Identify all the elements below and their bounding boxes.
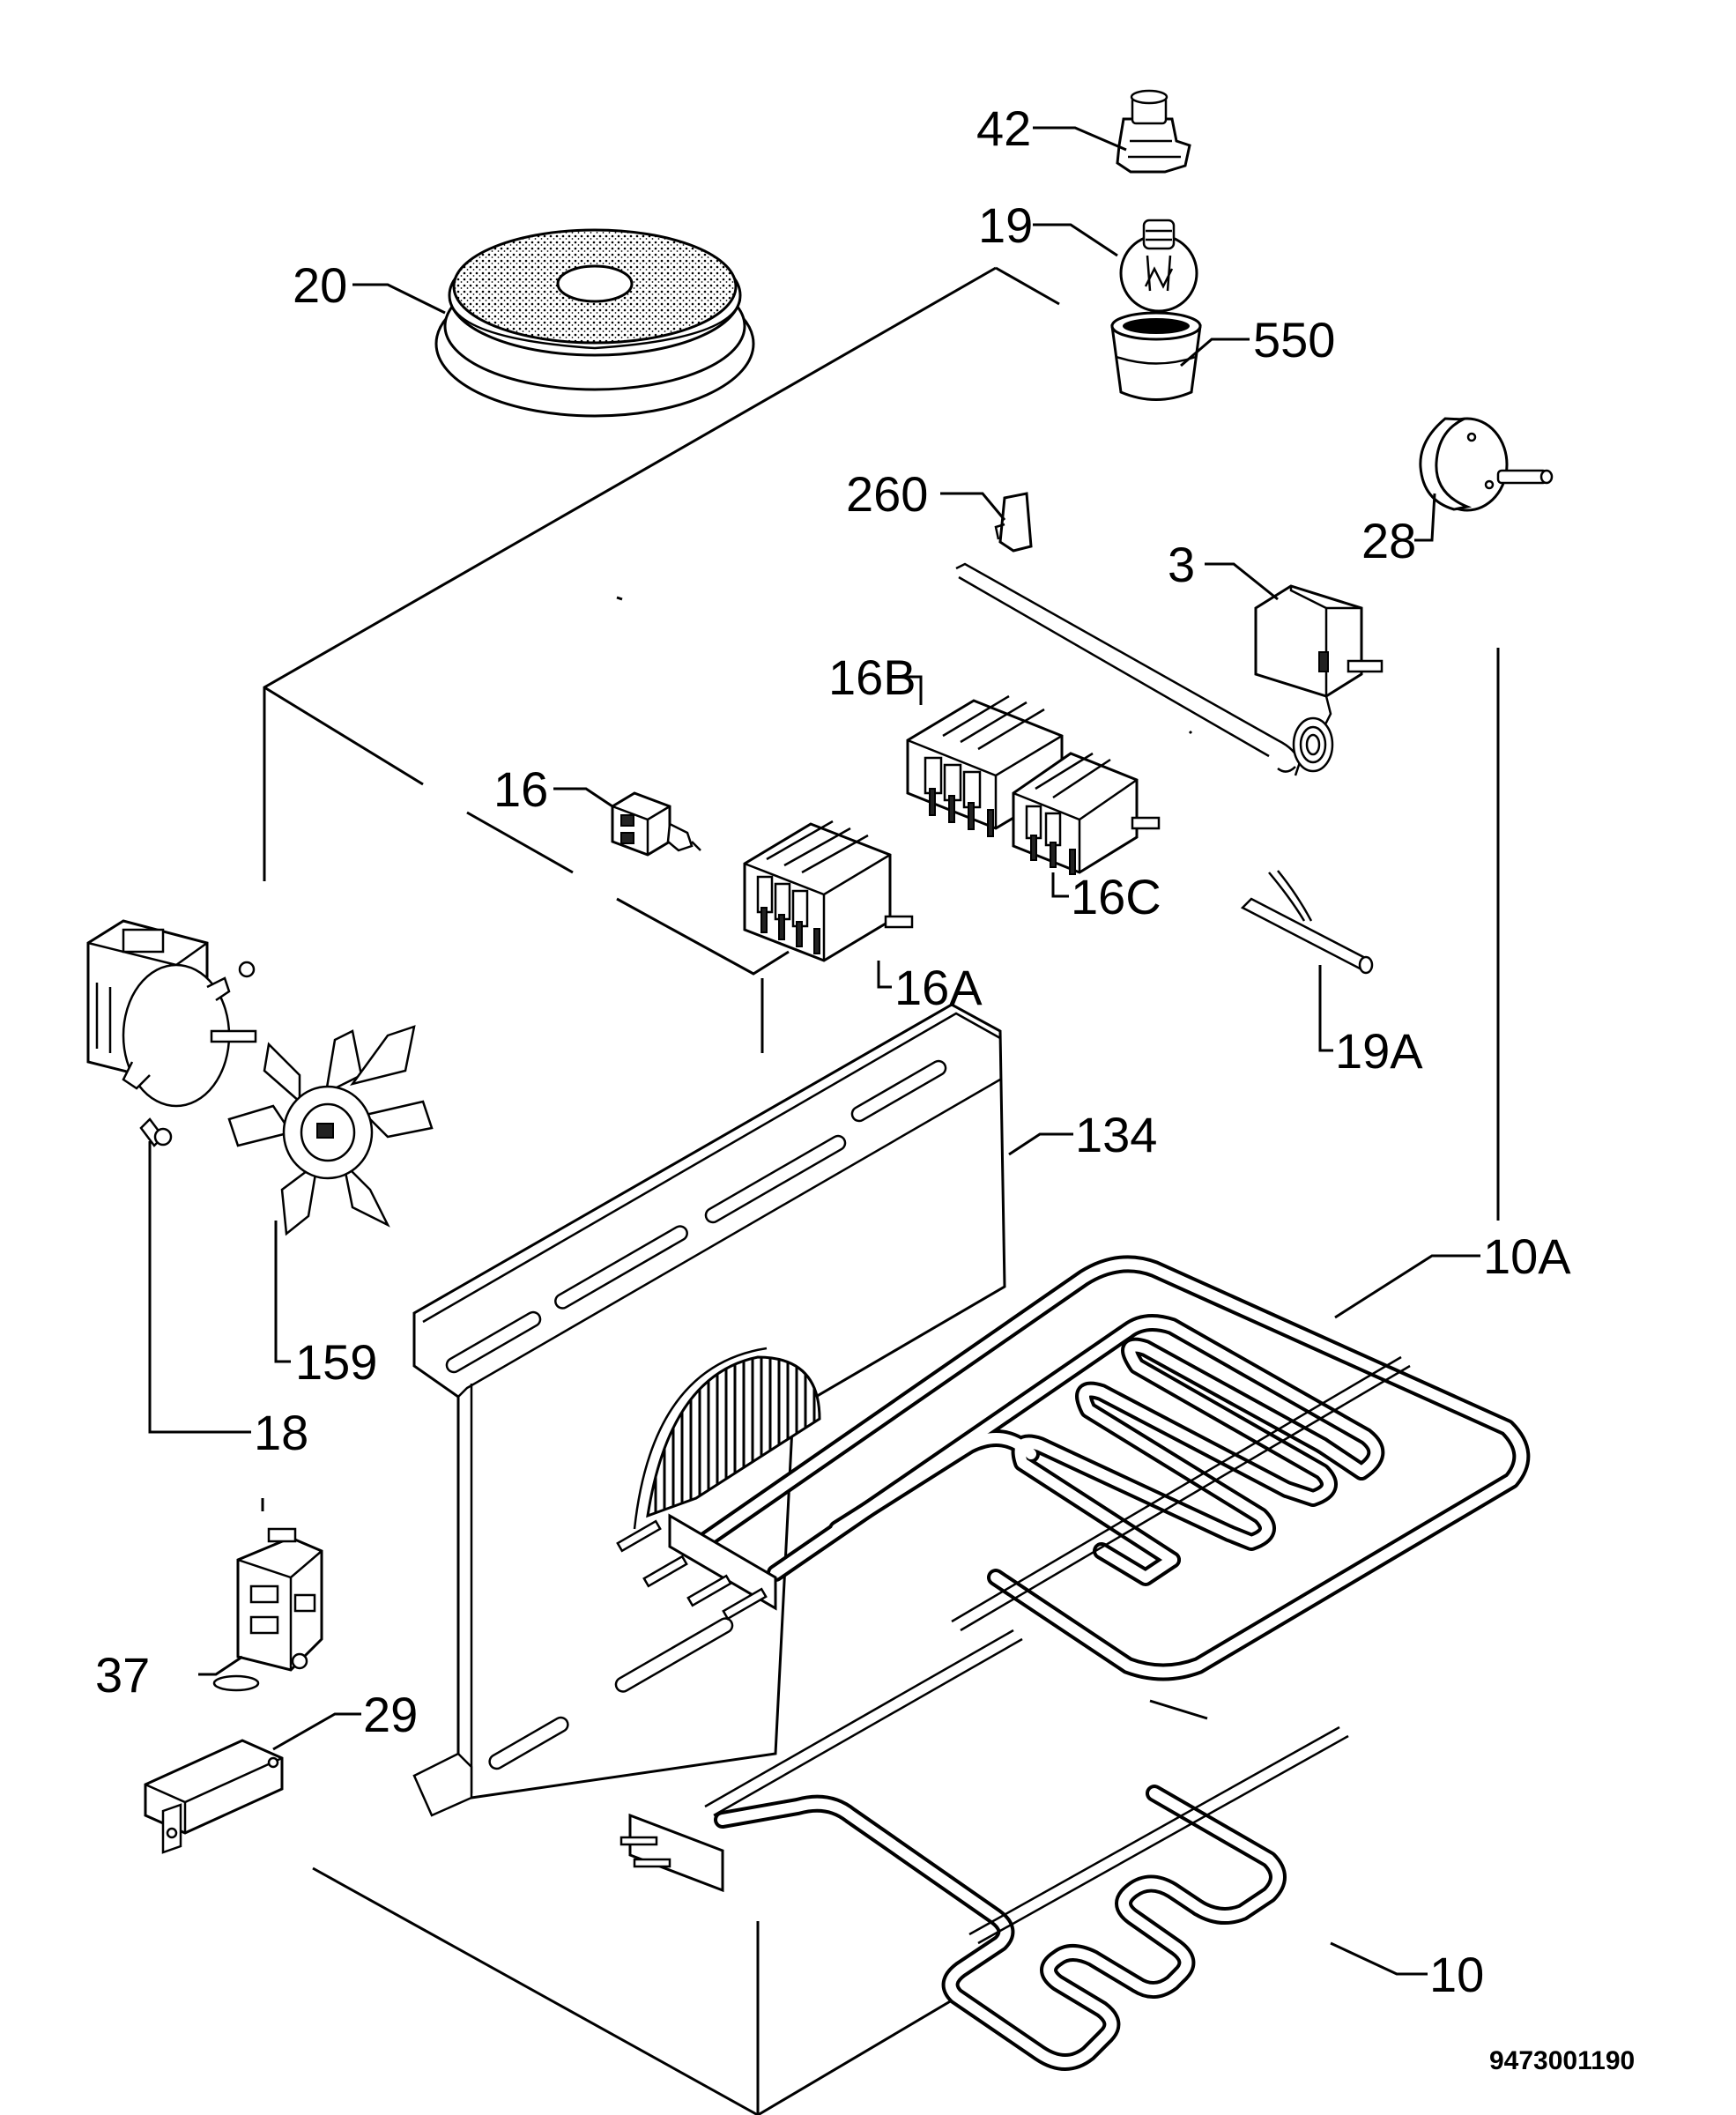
lamp-bulb-part[interactable] <box>1119 219 1198 313</box>
socket-bracket-part[interactable] <box>212 1527 323 1692</box>
label-260: 260 <box>846 466 928 522</box>
lamp-glass-part[interactable] <box>1110 311 1202 401</box>
label-42: 42 <box>976 100 1031 156</box>
terminal-block-part[interactable] <box>144 1739 284 1854</box>
label-16b: 16B <box>828 649 916 705</box>
label-37: 37 <box>95 1647 150 1703</box>
lamp-cap-part[interactable] <box>1116 89 1191 174</box>
selector-switch-16c-part[interactable] <box>1012 752 1161 875</box>
temperature-probe-part[interactable] <box>1240 870 1374 975</box>
bottom-element-part[interactable] <box>619 1629 1349 2071</box>
clip-part[interactable] <box>994 492 1033 553</box>
label-159: 159 <box>295 1334 377 1390</box>
push-switch-part[interactable] <box>611 791 701 857</box>
label-18: 18 <box>254 1405 308 1460</box>
filter-disc-part[interactable] <box>434 228 755 418</box>
label-19a: 19A <box>1335 1023 1423 1079</box>
label-19: 19 <box>978 197 1033 253</box>
grill-element-part[interactable] <box>616 1255 1531 1681</box>
label-10: 10 <box>1429 1947 1484 2002</box>
thermostat-knob-part[interactable] <box>1419 417 1554 512</box>
label-16: 16 <box>493 761 548 817</box>
thermostat-part[interactable] <box>955 562 1384 776</box>
label-29: 29 <box>363 1687 418 1742</box>
rear-panel-part[interactable] <box>412 1003 1006 1817</box>
label-134: 134 <box>1075 1107 1157 1162</box>
selector-switch-16a-part[interactable] <box>743 820 914 962</box>
label-16c: 16C <box>1071 869 1161 924</box>
label-3: 3 <box>1168 537 1195 592</box>
leader-lines <box>148 126 1480 1976</box>
label-28: 28 <box>1361 513 1416 568</box>
label-10a: 10A <box>1483 1228 1571 1284</box>
label-16a: 16A <box>894 960 983 1015</box>
fan-blade-part[interactable] <box>227 1025 434 1236</box>
document-code: 9473001190 <box>1489 2046 1635 2075</box>
panel-slots <box>445 1059 947 1770</box>
oven-cabinet-outline <box>261 266 1500 2115</box>
fan-motor-part[interactable] <box>86 919 257 1147</box>
label-20: 20 <box>293 257 347 313</box>
part-labels: 42 19 20 550 28 260 3 16B 16 16C 16A 19A… <box>95 100 1635 2075</box>
label-550: 550 <box>1253 312 1335 367</box>
